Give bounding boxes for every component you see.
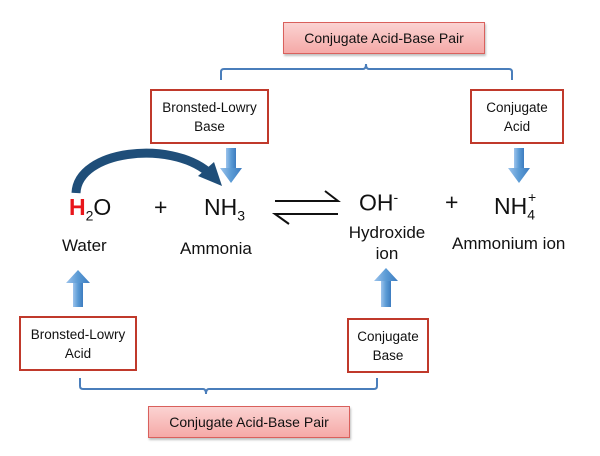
arrow-up-bl-acid <box>66 270 90 307</box>
hydroxide-label-line2: ion <box>375 244 399 263</box>
hydroxide-charge: - <box>393 189 399 205</box>
water-oxygen: O <box>93 194 112 220</box>
bl-acid-line2: Acid <box>64 345 92 361</box>
conj-acid-line2: Acid <box>503 118 531 134</box>
conjugate-pair-bottom: Conjugate Acid-Base Pair <box>148 406 350 438</box>
hydroxide-formula: OH- <box>359 189 398 217</box>
bronsted-lowry-acid-box: Bronsted-Lowry Acid <box>19 316 137 371</box>
plus-sign-1: + <box>154 194 168 220</box>
conjugate-base-box: Conjugate Base <box>347 318 429 373</box>
hydroxide-label: Hydroxide ion <box>339 222 435 264</box>
bl-base-line1: Bronsted-Lowry <box>162 99 257 115</box>
conj-base-line2: Base <box>372 347 404 363</box>
bronsted-lowry-base-box: Bronsted-Lowry Base <box>150 89 269 144</box>
water-proton: H <box>69 194 86 220</box>
water-formula: H2O <box>69 194 111 224</box>
conjugate-pair-top: Conjugate Acid-Base Pair <box>283 22 485 54</box>
ammonia-base: NH <box>204 194 238 220</box>
arrow-up-conj-base <box>374 268 398 307</box>
arrow-down-conj-acid <box>508 148 530 183</box>
water-subscript: 2 <box>85 207 94 224</box>
bl-acid-line1: Bronsted-Lowry <box>30 326 126 342</box>
ammonium-base: NH <box>494 193 528 219</box>
ammonium-charge: + <box>528 189 537 205</box>
ammonium-subscript: 4 <box>527 206 536 223</box>
bl-base-line2: Base <box>194 118 225 134</box>
bottom-bracket <box>79 378 378 395</box>
conjugate-pair-top-label: Conjugate Acid-Base Pair <box>304 30 464 46</box>
top-bracket <box>220 63 513 80</box>
conj-base-line1: Conjugate <box>357 328 419 344</box>
ammonia-formula: NH3 <box>204 194 245 224</box>
ammonia-label: Ammonia <box>180 239 252 258</box>
conjugate-pair-bottom-label: Conjugate Acid-Base Pair <box>169 414 329 430</box>
ammonium-label: Ammonium ion <box>452 234 566 253</box>
hydroxide-base: OH <box>359 189 394 216</box>
hydroxide-label-line1: Hydroxide <box>348 223 426 242</box>
ammonia-subscript: 3 <box>237 207 246 224</box>
equilibrium-arrows <box>271 190 341 225</box>
conjugate-acid-box: Conjugate Acid <box>470 89 564 144</box>
conj-acid-line1: Conjugate <box>486 99 548 115</box>
water-label: Water <box>62 236 107 255</box>
plus-sign-2: + <box>445 189 459 215</box>
ammonium-formula: NH4+ <box>494 189 536 223</box>
arrow-down-bl-base <box>220 148 242 183</box>
proton-transfer-arrow <box>71 148 222 194</box>
